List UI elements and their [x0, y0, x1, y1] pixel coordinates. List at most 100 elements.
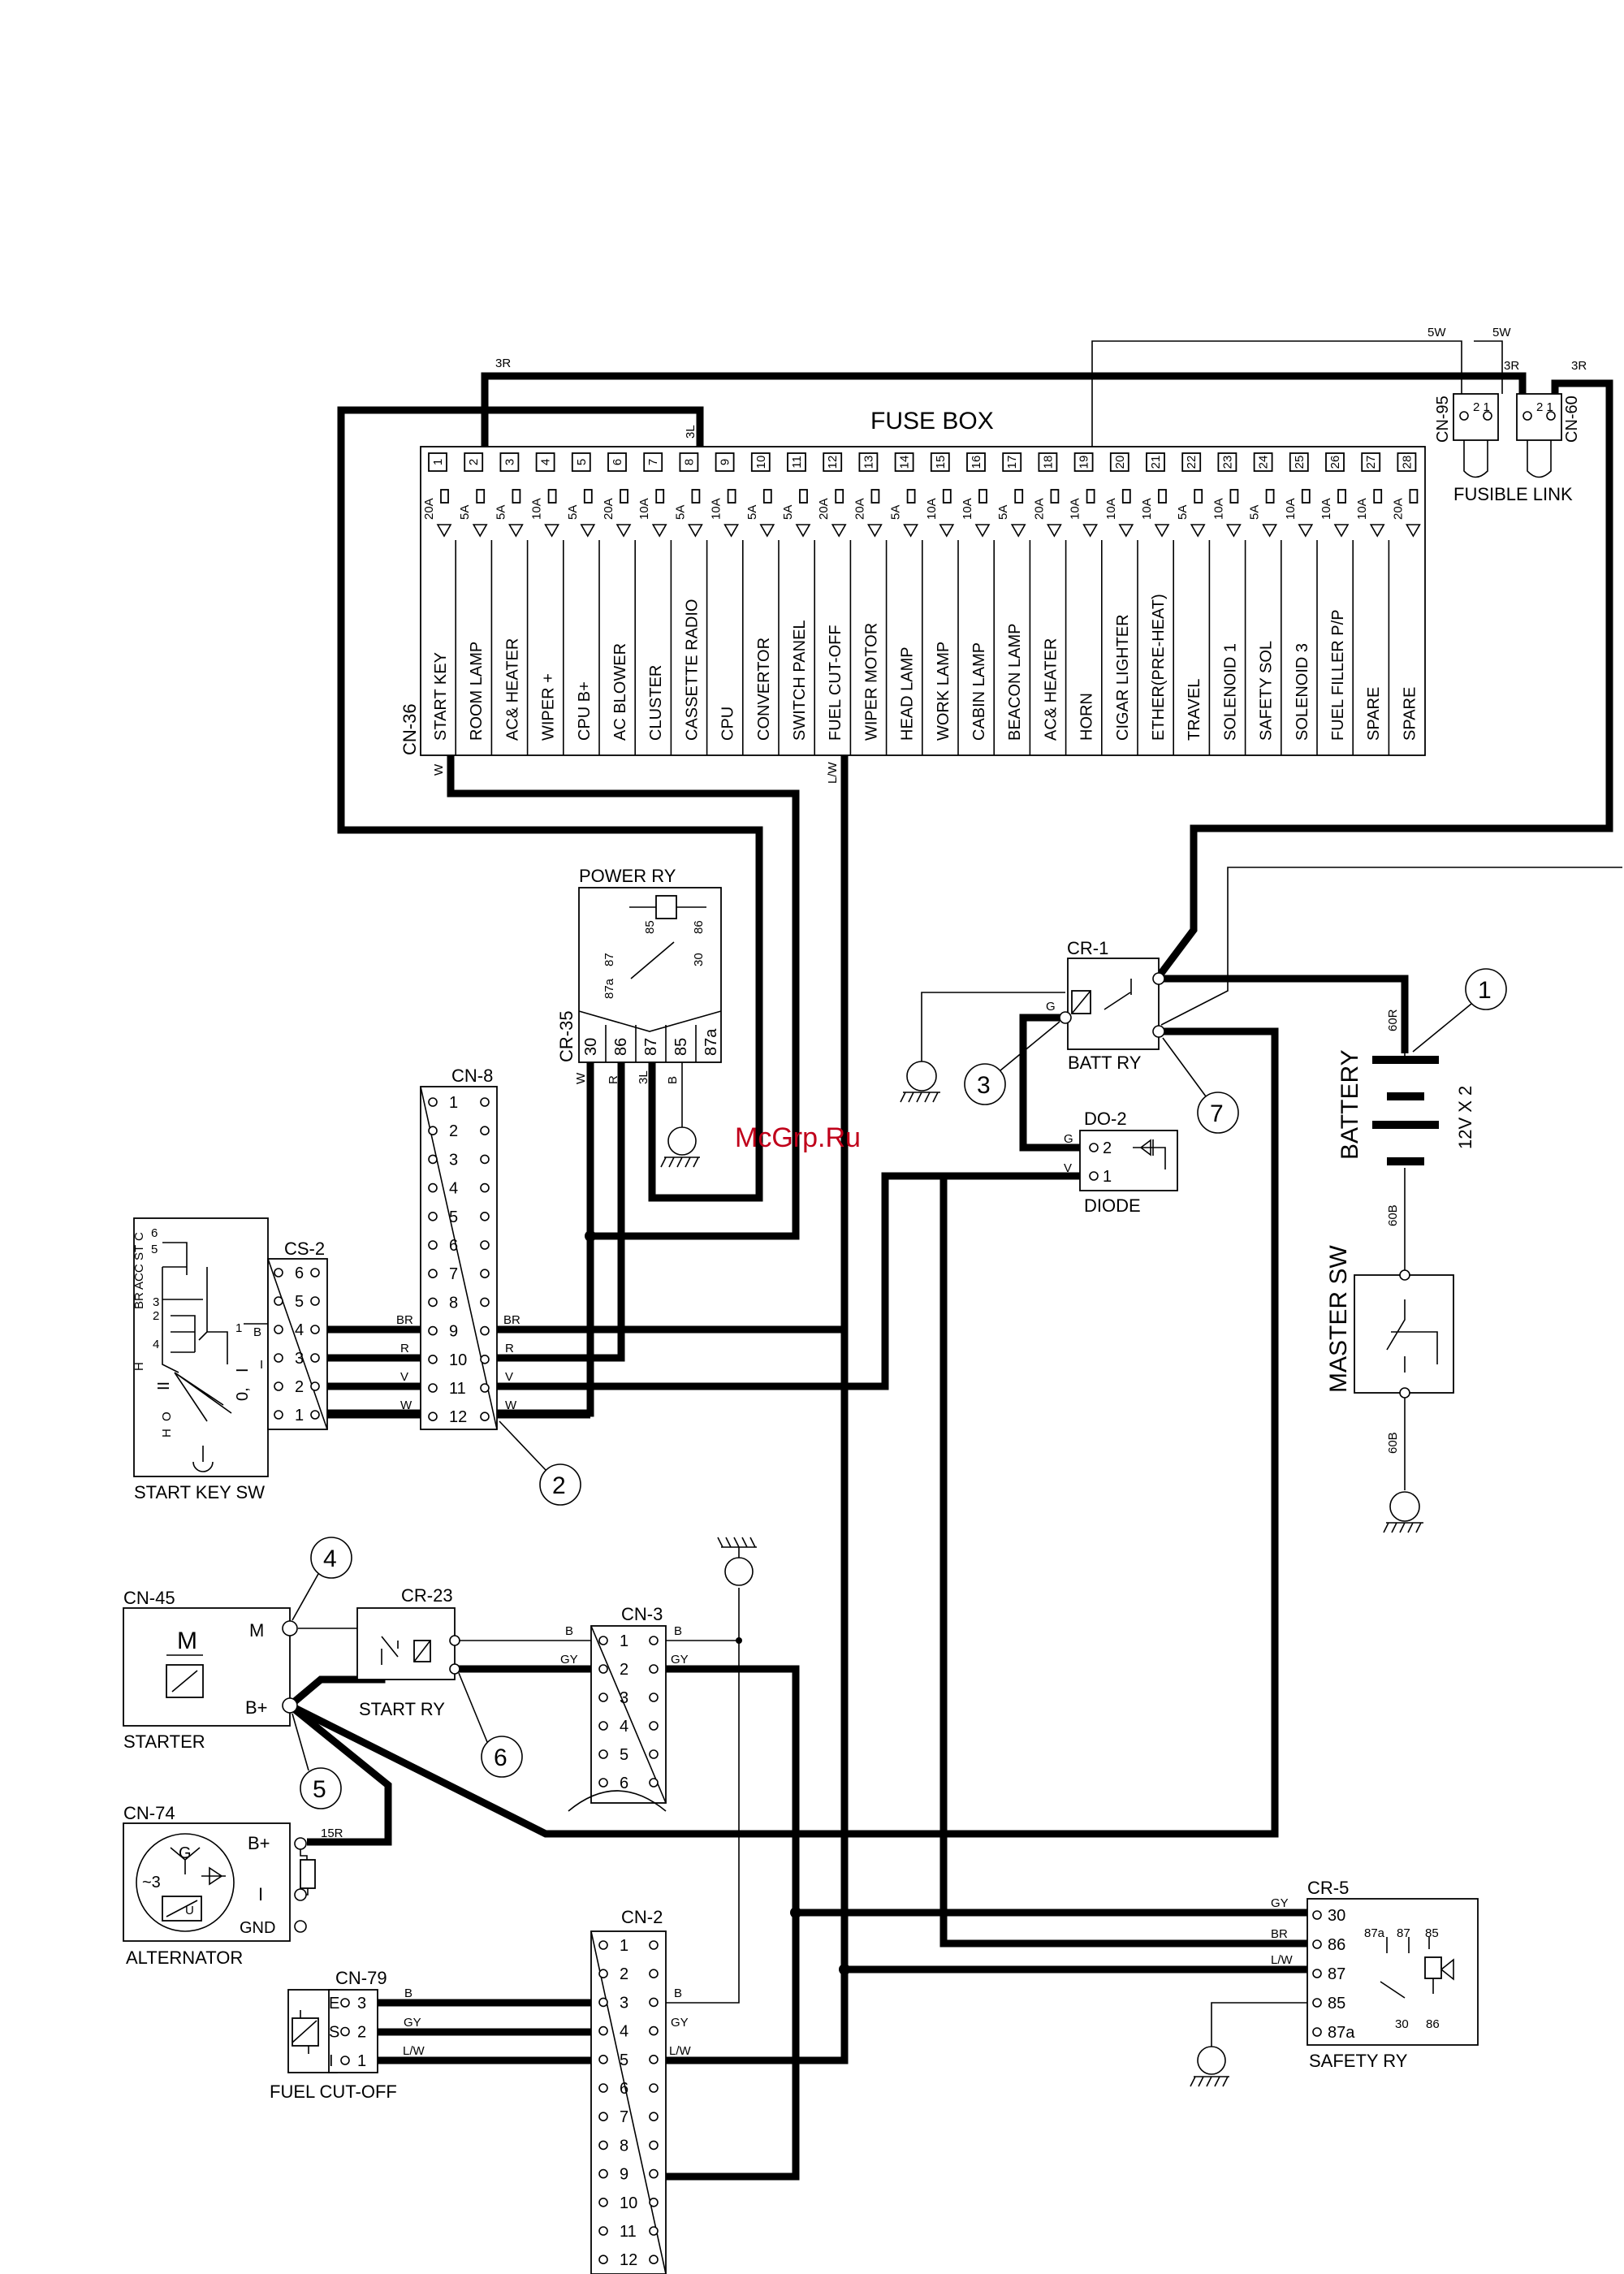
cn79-title: CN-79 — [335, 1968, 387, 1988]
svg-text:2 1: 2 1 — [1536, 400, 1553, 414]
fuse-rating: 10A — [637, 498, 651, 520]
cn3-pin-dot — [598, 1664, 608, 1674]
fuse-circuit: ETHER(PRE-HEAT) — [1150, 594, 1168, 741]
sk-3: 3 — [153, 1295, 159, 1309]
fuse-number: 3 — [503, 459, 516, 465]
sk-h: H — [132, 1362, 146, 1371]
cn2-pin-dot — [649, 2025, 659, 2036]
fuse-number-cell — [1397, 452, 1417, 472]
fuse-terminal — [974, 524, 991, 538]
cn3-b: B — [674, 1624, 682, 1638]
cn2-pin-label: 5 — [620, 2051, 628, 2069]
cn2-pin-dot — [598, 2198, 608, 2207]
fuse-number: 10 — [754, 456, 768, 469]
cs2-pin-dot — [274, 1268, 283, 1278]
cr5-pin-label: 85 — [1328, 1995, 1345, 2012]
cr23-title: CR-23 — [401, 1585, 453, 1606]
cn79-lw: L/W — [403, 2044, 425, 2058]
cn79-b: B — [404, 1987, 412, 2000]
alt-g: G — [179, 1844, 192, 1862]
cn3-gy: GY — [671, 1653, 689, 1667]
cn8-w-r: W — [505, 1399, 517, 1412]
fuse-number: 16 — [970, 456, 983, 469]
power-ry-pin-label: 85 — [672, 1038, 690, 1056]
cn2-pin-label: 4 — [620, 2023, 628, 2041]
fuse-rating: 20A — [602, 498, 615, 520]
sk-h2: H — [160, 1429, 174, 1437]
fuse-terminal — [1262, 524, 1277, 538]
cn8-pin-dot — [480, 1212, 490, 1221]
cn8-pin-dot — [428, 1383, 438, 1393]
fuse-symbol — [476, 489, 486, 504]
fuse-number-cell — [1289, 452, 1309, 472]
wire-60b-b: 60B — [1386, 1432, 1400, 1454]
fuse-number-cell — [858, 452, 879, 472]
fuse-terminal — [688, 524, 703, 538]
cr5-30: 30 — [1395, 2017, 1409, 2031]
cn2-b: B — [674, 1987, 682, 2000]
cn8-pin-dot — [480, 1182, 490, 1193]
fuse-rating: 5A — [781, 505, 795, 520]
cs2-pin-dot — [310, 1268, 320, 1278]
fuse-circuit: CONVERTOR — [755, 638, 773, 741]
do2-pin1: 1 — [1103, 1168, 1112, 1186]
fuse-rating: 10A — [1284, 498, 1298, 520]
fuse-number: 15 — [934, 456, 948, 469]
cs2-pin-dot — [310, 1381, 320, 1391]
battery: BATTERY 12V X 2 60R 60B — [1337, 1009, 1475, 1226]
fuse-terminal — [831, 524, 847, 538]
power-ry-pin-label: 87 — [642, 1038, 660, 1056]
cr5-pin-label: 87a — [1328, 2024, 1355, 2042]
cn8-pin-dot — [428, 1355, 438, 1364]
fuse-symbol — [906, 489, 916, 504]
pry-wire-r: R — [607, 1075, 620, 1084]
fuse-number: 7 — [646, 459, 660, 465]
starter-title: CN-45 — [123, 1588, 175, 1608]
cr5-gy: GY — [1271, 1896, 1289, 1910]
fuse-rating: 20A — [853, 498, 866, 520]
fuse-circuit: CPU B+ — [576, 681, 594, 741]
wire-lw-fuse12: L/W — [826, 761, 840, 784]
wire-60r: 60R — [1386, 1009, 1400, 1031]
fuse-terminal — [651, 524, 667, 538]
fuse-number-cell — [679, 452, 699, 472]
cs2-title: CS-2 — [284, 1239, 325, 1259]
fuse-symbol — [655, 489, 665, 504]
fuse-terminal — [867, 524, 883, 538]
fuse-circuit: CABIN LAMP — [970, 642, 988, 741]
fuse-symbol — [799, 489, 808, 504]
cn79-letter: S — [329, 2024, 339, 2042]
wire-5w-a: 5W — [1427, 326, 1446, 339]
fuse-symbol — [978, 489, 987, 504]
start-relay: CR-23 START RY B GY — [298, 1585, 578, 1719]
fuse-terminal — [472, 524, 488, 538]
alt-u: U — [185, 1904, 194, 1917]
fuse-symbol — [1194, 489, 1203, 504]
cr5-86: 86 — [1426, 2017, 1440, 2031]
fuse-terminal — [903, 524, 918, 538]
cn8-pin-label: 12 — [449, 1408, 467, 1426]
alt-gnd: GND — [240, 1919, 275, 1937]
cs2-pin-label: 6 — [295, 1265, 304, 1282]
cn2-pin-dot — [649, 2083, 659, 2093]
cn95-label: CN-95 — [1434, 396, 1452, 443]
sk-st: ST — [132, 1245, 146, 1260]
fuse-circuit: WIPER MOTOR — [862, 623, 880, 741]
fuse-circuit: FUEL CUT-OFF — [827, 625, 844, 741]
cn2-pin-dot — [598, 2112, 608, 2121]
fuse-rating: 10A — [1140, 498, 1154, 520]
pry-wire-3l: 3L — [637, 1070, 650, 1084]
fuse-circuit: SAFETY SOL — [1258, 641, 1276, 741]
fuse-circuit: HEAD LAMP — [899, 646, 917, 741]
fusible-link-label: FUSIBLE LINK — [1453, 484, 1573, 504]
fuse-number-cell — [1002, 452, 1022, 472]
cn79-letter: I — [329, 2052, 334, 2070]
sk-o: O — [160, 1412, 174, 1421]
fuse-number: 28 — [1400, 456, 1414, 469]
sk-ii: II — [155, 1381, 173, 1390]
fuse-rating: 10A — [1104, 498, 1118, 520]
fuse-symbol — [620, 489, 628, 504]
